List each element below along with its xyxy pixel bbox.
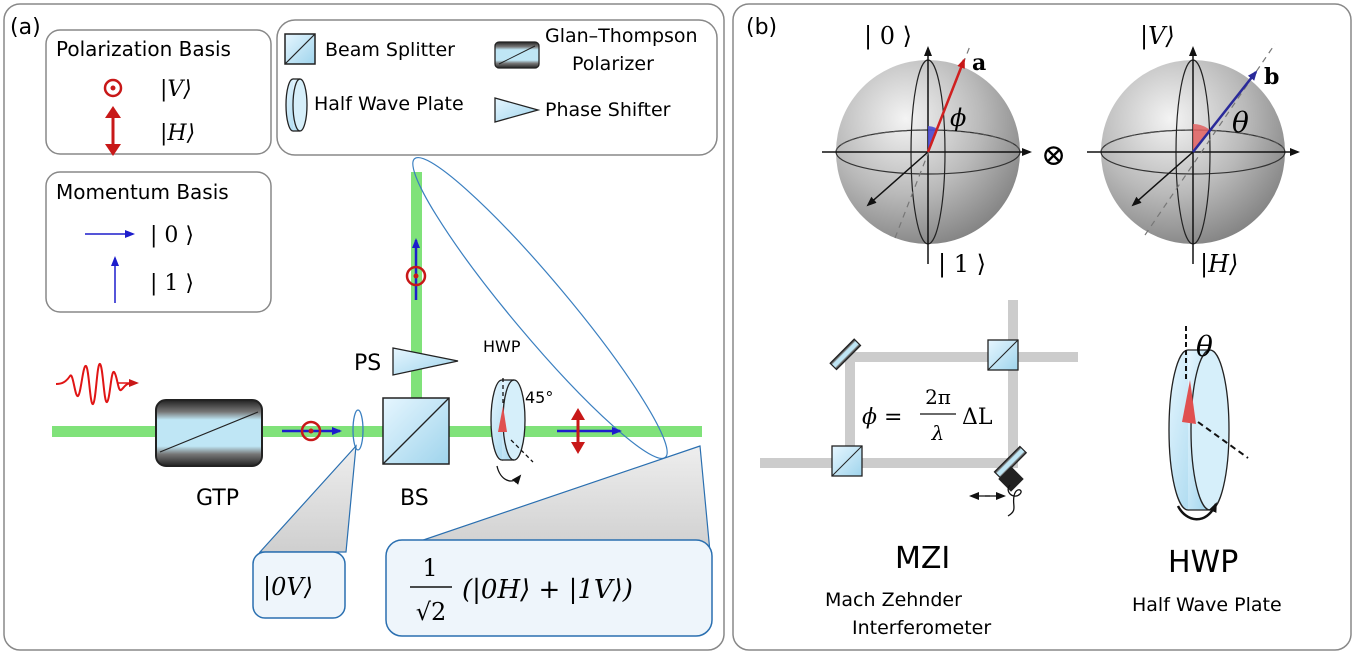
panel-a-label: (a) [10, 15, 41, 40]
beam-probe-ellipse [352, 409, 364, 451]
half-wave-plate-label: Half Wave Plate [314, 93, 464, 115]
double-arrow-icon [105, 106, 121, 156]
bloch1-top-label: | 0 ⟩ [864, 22, 912, 51]
bloch1-angle-label: ϕ [950, 104, 966, 132]
hwp-label: HWP [483, 337, 521, 356]
tensor-product-symbol: ⊗ [1041, 138, 1066, 173]
glan-thompson-label-1: Glan–Thompson [545, 25, 698, 47]
polarization-h-label: |H⟩ [160, 121, 195, 146]
beam-splitter-label: Beam Splitter [325, 39, 455, 61]
bloch2-top-label: |V⟩ [1140, 22, 1175, 51]
half-wave-plate [490, 378, 534, 485]
bloch2-vector-label: b [1264, 64, 1279, 90]
bloch2-angle-label: θ [1232, 106, 1249, 139]
bloch1-bottom-label: | 1 ⟩ [938, 250, 986, 279]
mzi-formula-denominator: λ [931, 421, 945, 445]
bloch2-bottom-label: |H⟩ [1200, 250, 1238, 279]
phase-shifter-label: Phase Shifter [545, 99, 671, 121]
mzi-beam-splitter-1 [831, 445, 863, 477]
mzi-formula-rhs: ΔL [962, 405, 993, 430]
panel-b-label: (b) [746, 15, 777, 40]
input-state-box [252, 551, 346, 619]
glan-thompson-polarizer [155, 399, 263, 467]
momentum-one-label: | 1 ⟩ [150, 271, 194, 296]
output-state-body: (|0H⟩ + |1V⟩) [462, 575, 633, 605]
hwp-angle-label: 45° [525, 388, 553, 407]
phase-shifter [392, 347, 459, 376]
horizontal-beam [52, 426, 702, 437]
phase-shifter-icon [494, 97, 541, 123]
mzi-title: MZI [895, 541, 950, 576]
half-wave-plate-icon [285, 78, 308, 132]
mzi-subtitle-2: Interferometer [852, 617, 991, 639]
hwp-detail-subtitle: Half Wave Plate [1132, 594, 1282, 616]
input-state-label: |0V⟩ [263, 573, 313, 602]
panel-a-frame [3, 3, 725, 651]
polarization-legend-box [45, 29, 272, 155]
circle-dot-icon [103, 78, 123, 98]
mzi-formula-numerator: 2π [925, 385, 951, 409]
beam-splitter [382, 397, 450, 465]
output-state-numerator: 1 [422, 554, 437, 582]
glan-thompson-label-2: Polarizer [572, 53, 654, 75]
hwp-detail-title: HWP [1168, 545, 1238, 580]
hwp-detail-angle: θ [1196, 330, 1213, 363]
input-pulse-icon [55, 362, 133, 406]
glan-thompson-icon [494, 41, 540, 69]
mzi-mirror-1 [829, 338, 862, 371]
bs-label: BS [400, 486, 429, 511]
momentum-legend-box [45, 171, 272, 313]
ps-label: PS [354, 351, 381, 376]
momentum-legend-title: Momentum Basis [56, 180, 229, 204]
mzi-beam-splitter-2 [987, 339, 1019, 371]
bloch-vector-b [1192, 70, 1258, 153]
bloch-sphere-1 [822, 45, 1032, 264]
mzi-formula-lhs: ϕ = [862, 405, 902, 430]
h-polarization-marker [571, 408, 585, 454]
mzi-diagram [760, 300, 1078, 517]
bloch-vector-a [926, 58, 966, 153]
gtp-label: GTP [196, 486, 239, 511]
vertical-beam [411, 172, 422, 432]
beam-splitter-icon [284, 33, 316, 65]
bloch1-vector-label: a [972, 50, 986, 76]
bloch-sphere-2 [1087, 43, 1300, 264]
components-legend-box [276, 19, 718, 156]
mzi-mirror-2 [993, 445, 1028, 492]
output-state-box [385, 539, 713, 637]
v-polarization-marker-1 [300, 420, 322, 442]
polarization-legend-title: Polarization Basis [56, 37, 231, 61]
output-state-denominator: √2 [416, 598, 447, 626]
hwp-detail [1168, 326, 1249, 521]
polarization-v-label: |V⟩ [160, 77, 192, 102]
momentum-zero-label: | 0 ⟩ [150, 223, 194, 248]
v-polarization-marker-2 [405, 265, 427, 287]
mzi-subtitle-1: Mach Zehnder [825, 589, 962, 611]
